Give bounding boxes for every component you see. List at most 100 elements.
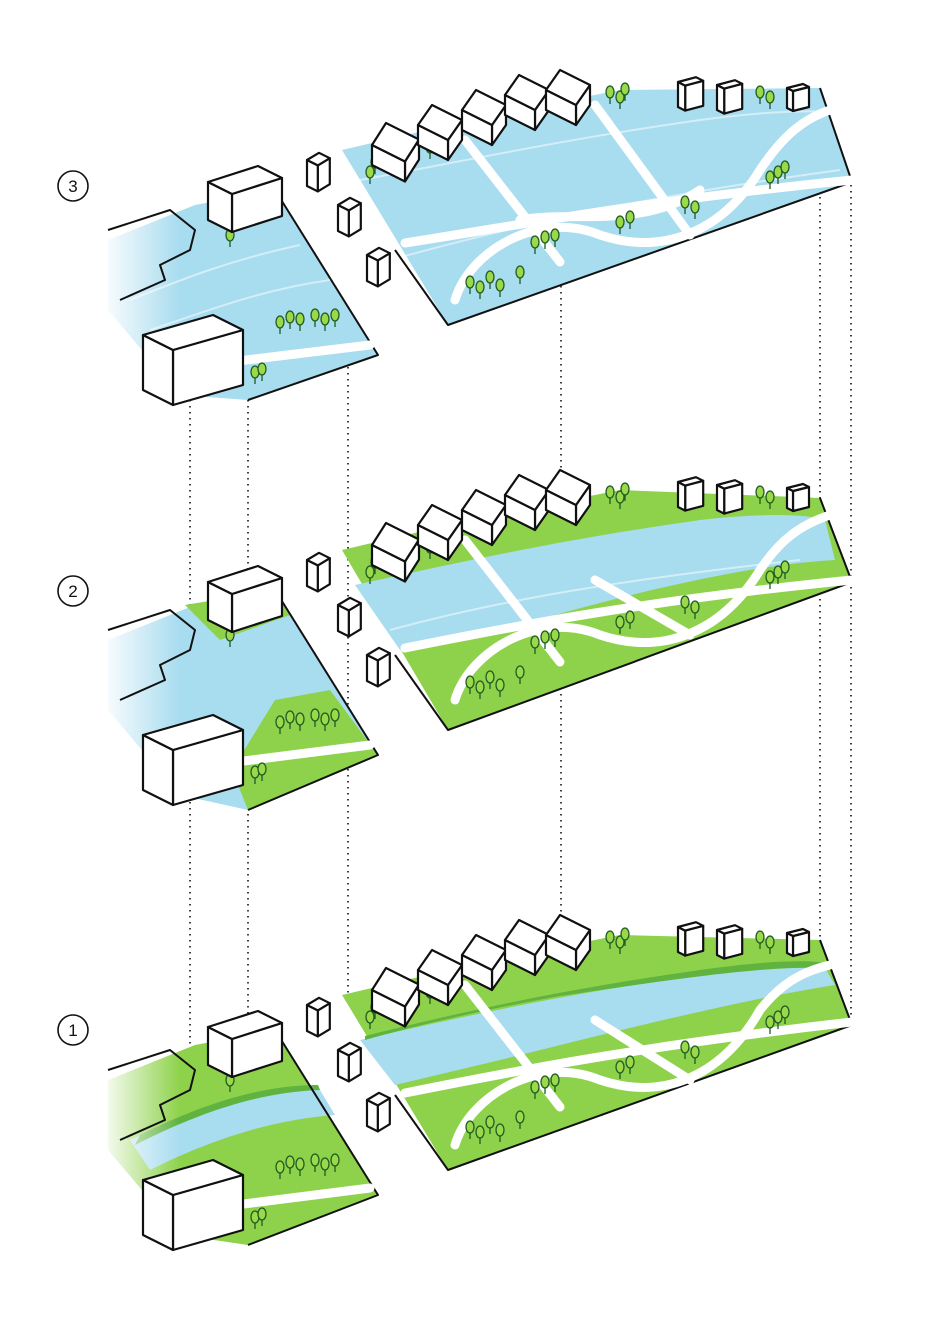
tree <box>605 930 615 949</box>
tree <box>295 712 305 731</box>
building <box>460 88 508 147</box>
tree <box>615 615 625 634</box>
tree <box>515 265 525 284</box>
tree <box>475 1125 485 1144</box>
tree <box>605 485 615 504</box>
tree <box>530 235 540 254</box>
tree <box>257 362 267 381</box>
tree <box>540 230 550 249</box>
building <box>365 1091 391 1133</box>
tree <box>295 312 305 331</box>
svg-text:1: 1 <box>68 1021 77 1040</box>
layer-stage-3 <box>100 87 857 410</box>
building <box>336 196 362 238</box>
tree <box>465 675 475 694</box>
tree <box>275 315 285 334</box>
tree <box>765 490 775 509</box>
tree <box>320 312 330 331</box>
tree <box>475 680 485 699</box>
outline-buildings <box>107 209 196 1141</box>
tree <box>690 600 700 619</box>
footpaths <box>225 100 857 367</box>
building <box>370 966 421 1028</box>
tree <box>550 628 560 647</box>
tree <box>765 935 775 954</box>
tree <box>485 1115 495 1134</box>
tree <box>755 930 765 949</box>
tree <box>780 560 790 579</box>
building <box>365 246 391 288</box>
tree <box>250 1210 260 1229</box>
building <box>305 551 331 593</box>
buildings <box>141 68 811 1252</box>
building <box>141 713 245 807</box>
tree <box>550 228 560 247</box>
building <box>365 646 391 688</box>
tree <box>620 82 630 101</box>
tree <box>690 200 700 219</box>
tree <box>780 1005 790 1024</box>
building <box>785 927 811 958</box>
building <box>715 79 744 115</box>
tree <box>330 1153 340 1172</box>
building <box>336 596 362 638</box>
tree <box>310 1153 320 1172</box>
tree <box>620 482 630 501</box>
building <box>416 503 464 562</box>
tree <box>330 308 340 327</box>
building <box>206 164 284 234</box>
tree <box>320 1157 330 1176</box>
building <box>460 488 508 547</box>
tree <box>625 210 635 229</box>
building <box>206 1009 284 1079</box>
tree <box>485 670 495 689</box>
tree <box>780 160 790 179</box>
tree <box>365 565 375 584</box>
building <box>305 996 331 1038</box>
tree <box>615 1060 625 1079</box>
tree <box>275 715 285 734</box>
tree <box>765 570 775 589</box>
building <box>676 921 705 957</box>
building <box>206 564 284 634</box>
building <box>676 476 705 512</box>
tree <box>475 280 485 299</box>
building <box>141 313 245 407</box>
tree <box>310 708 320 727</box>
tree <box>540 1075 550 1094</box>
tree <box>295 1157 305 1176</box>
building <box>544 468 592 527</box>
tree <box>620 927 630 946</box>
building <box>785 82 811 113</box>
tree <box>320 712 330 731</box>
building <box>460 933 508 992</box>
building <box>305 151 331 193</box>
svg-text:2: 2 <box>68 582 77 601</box>
tree <box>765 170 775 189</box>
tree <box>495 678 505 697</box>
footpaths <box>231 510 857 767</box>
river <box>130 1090 335 1170</box>
building <box>785 482 811 513</box>
building <box>141 1158 245 1252</box>
tree <box>285 1155 295 1174</box>
tree <box>615 215 625 234</box>
building <box>416 948 464 1007</box>
tree <box>773 165 783 184</box>
tree <box>310 308 320 327</box>
svg-text:3: 3 <box>68 177 77 196</box>
building <box>544 913 592 972</box>
tree <box>285 310 295 329</box>
tree <box>680 1040 690 1059</box>
tree <box>515 665 525 684</box>
tree <box>275 1160 285 1179</box>
stage-label-1: 1 <box>57 1014 89 1046</box>
tree <box>625 610 635 629</box>
green-dark-band <box>135 1085 320 1145</box>
tree <box>550 1073 560 1092</box>
tree <box>515 1110 525 1129</box>
tree <box>495 1123 505 1142</box>
left-plate-outline <box>247 189 379 401</box>
tree <box>605 85 615 104</box>
tree <box>765 1015 775 1034</box>
